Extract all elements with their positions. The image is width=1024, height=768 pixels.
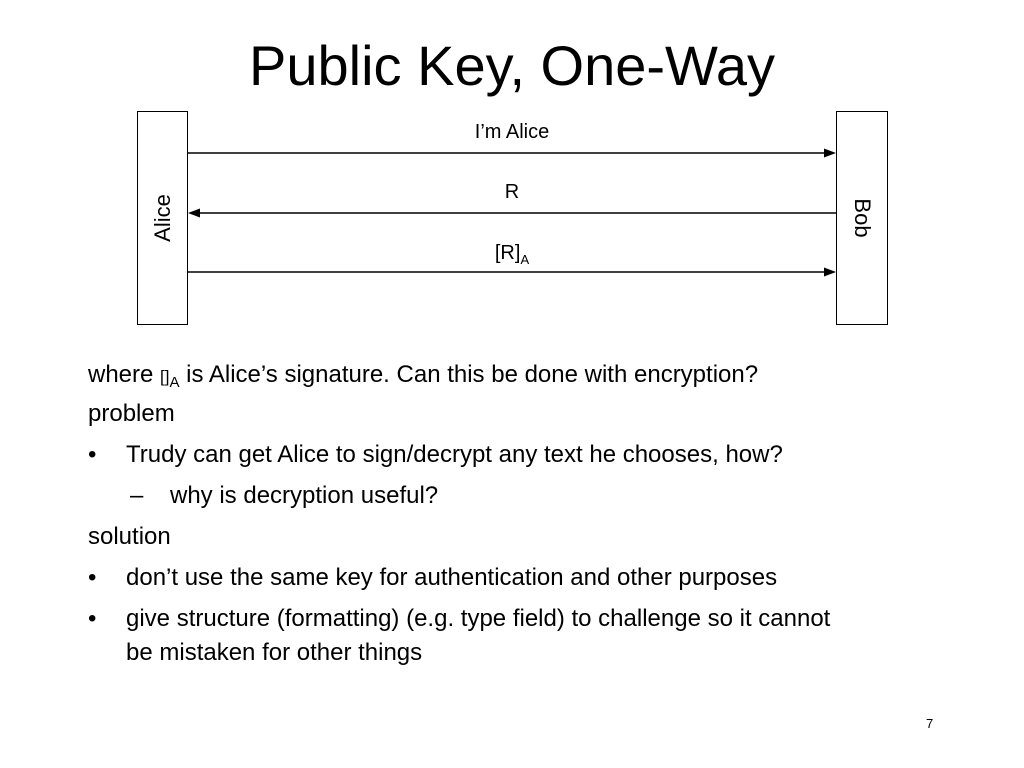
message-signed-r-subscript: A [520,252,530,267]
message-arrows [188,148,836,277]
message-signed-r-label: [R]A [188,241,836,272]
signature-bracket: [] [160,367,170,386]
dash-glyph: – [130,482,144,509]
problem-heading: problem [88,400,175,427]
protocol-diagram: Alice Bob I’m Alice R [R]A [0,0,1024,340]
message-im-alice-label: I’m Alice [474,121,550,143]
arrow-1 [188,148,836,158]
page-number: 7 [926,716,934,731]
bullet-glyph: • [88,441,97,468]
bullet-glyph: • [88,605,97,632]
message-r-label: R [504,181,520,203]
signature-question: where []A is Alice’s signature. Can this… [88,361,759,391]
arrow-2 [188,208,836,218]
signature-subscript: A [169,374,180,391]
alice-box: Alice [137,111,188,325]
bullet-glyph: • [88,564,97,591]
solution-heading: solution [88,523,171,550]
bob-box: Bob [836,111,888,325]
arrow-3 [188,267,836,277]
message-signed-r-text: [R] [494,242,521,264]
slide-title: Public Key, One-Way [249,34,775,97]
